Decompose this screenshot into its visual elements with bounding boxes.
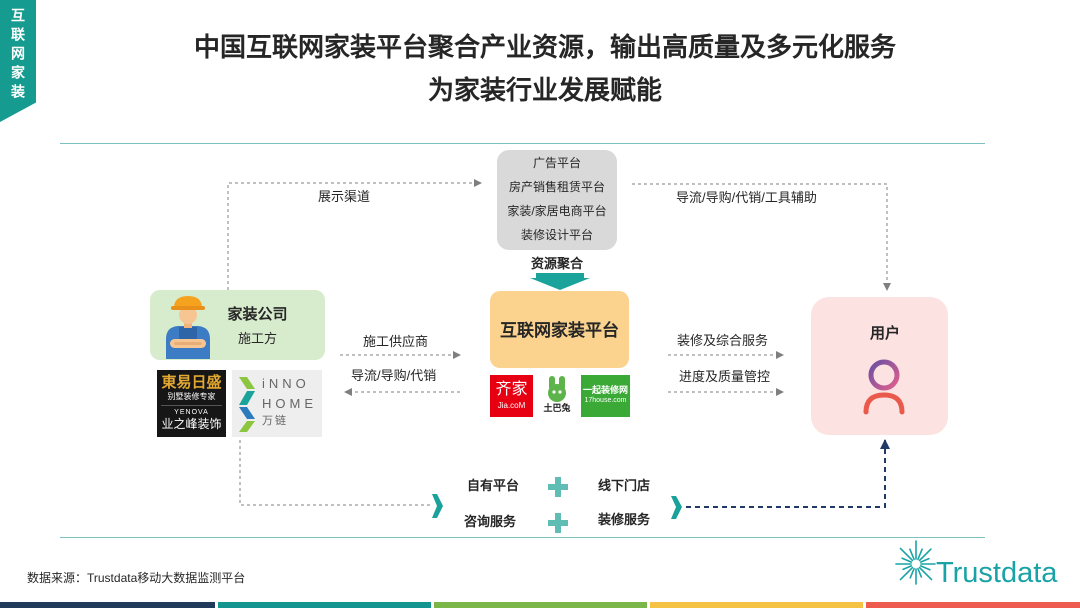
bottom-bar-segment bbox=[0, 602, 215, 608]
label-supplier: 施工供应商 bbox=[363, 334, 429, 349]
bottom-bar-segment bbox=[434, 602, 647, 608]
resource-caption: 资源聚合 bbox=[530, 256, 583, 271]
user-box bbox=[811, 297, 948, 435]
bottom-bar-segment bbox=[866, 602, 1080, 608]
dongyi-logo-tagline: 别墅装修专家 bbox=[167, 392, 216, 401]
chevron-offline-out-icon bbox=[671, 496, 682, 519]
qijia-logo-name: 齐家 bbox=[495, 381, 528, 398]
yenova-logo-name: 业之峰装饰 bbox=[161, 417, 222, 431]
label-platform-to-user: 导流/导购/代销/工具辅助 bbox=[676, 190, 817, 205]
bottom-divider bbox=[60, 537, 985, 538]
inno-logo-name: 万链 bbox=[262, 415, 288, 427]
connector-offline-to-user bbox=[686, 439, 890, 508]
label-display-channel: 展示渠道 bbox=[318, 189, 371, 204]
qijia-logo-domain: Jia.coM bbox=[497, 401, 526, 410]
data-source: 数据来源：Trustdata移动大数据监测平台 bbox=[27, 571, 246, 585]
label-platform-to-company: 导流/导购/代销 bbox=[351, 368, 437, 383]
company-subtitle: 施工方 bbox=[237, 331, 277, 346]
worker-icon bbox=[166, 296, 210, 359]
offline-item: 装修服务 bbox=[598, 512, 651, 527]
rabbit-icon bbox=[548, 376, 566, 402]
inno-logo-line1: iNNO bbox=[262, 376, 310, 391]
sunburst-icon bbox=[895, 540, 936, 585]
inno-logo-line2: HOME bbox=[262, 396, 317, 411]
bottom-bar-segment bbox=[650, 602, 863, 608]
chevron-offline-in-icon bbox=[432, 494, 443, 518]
dongyi-yenova-logo: 東易日盛 别墅装修专家 YENOVA 业之峰装饰 bbox=[157, 370, 226, 437]
section-tab-label: 互联网家装 bbox=[10, 8, 26, 103]
offline-item: 自有平台 bbox=[467, 478, 520, 493]
title-line-1: 中国互联网家装平台聚合产业资源，输出高质量及多元化服务 bbox=[193, 32, 896, 62]
page-title: 中国互联网家装平台聚合产业资源，输出高质量及多元化服务 为家装行业发展赋能 bbox=[10, 26, 1080, 112]
17house-logo: 一起装修网 17house.com bbox=[581, 375, 630, 417]
user-label: 用户 bbox=[869, 325, 900, 342]
brand-logo-text: Trustdata bbox=[936, 557, 1058, 589]
top-divider bbox=[60, 143, 985, 144]
section-tab: 互联网家装 bbox=[0, 0, 36, 122]
resource-item: 房产销售租赁平台 bbox=[508, 180, 605, 194]
resource-item: 家装/家居电商平台 bbox=[507, 204, 607, 218]
tubatu-logo-name: 土巴兔 bbox=[543, 403, 571, 413]
resource-item: 装修设计平台 bbox=[520, 228, 593, 242]
offline-item: 咨询服务 bbox=[464, 514, 517, 529]
label-control: 进度及质量管控 bbox=[679, 369, 771, 384]
logo-divider bbox=[161, 405, 222, 406]
connector-company-to-offline bbox=[239, 440, 430, 506]
down-arrow-icon bbox=[530, 273, 590, 290]
plus-icon bbox=[548, 513, 568, 533]
qijia-logo: 齐家 Jia.coM bbox=[490, 375, 533, 417]
tubatu-logo: 土巴兔 bbox=[537, 375, 577, 417]
17house-logo-name: 一起装修网 bbox=[582, 385, 628, 395]
plus-icon bbox=[548, 477, 568, 497]
offline-item: 线下门店 bbox=[598, 478, 651, 493]
yenova-logo-name-en: YENOVA bbox=[174, 409, 209, 416]
dongyi-logo-name: 東易日盛 bbox=[161, 374, 222, 391]
company-title: 家装公司 bbox=[227, 306, 288, 323]
label-service: 装修及综合服务 bbox=[677, 333, 769, 348]
17house-logo-domain: 17house.com bbox=[584, 397, 627, 404]
user-icon bbox=[863, 359, 905, 415]
inno-home-logo: iNNO HOME 万链 bbox=[232, 370, 322, 437]
bottom-bar-segment bbox=[218, 602, 431, 608]
platform-box: 互联网家装平台 bbox=[490, 291, 629, 368]
platform-label: 互联网家装平台 bbox=[500, 321, 619, 340]
resource-box: 广告平台 房产销售租赁平台 家装/家居电商平台 装修设计平台 bbox=[497, 150, 617, 250]
inno-mark-icon bbox=[239, 377, 255, 432]
company-text: 家装公司 施工方 bbox=[215, 305, 300, 348]
title-line-2: 为家装行业发展赋能 bbox=[427, 75, 662, 105]
resource-item: 广告平台 bbox=[532, 156, 581, 170]
